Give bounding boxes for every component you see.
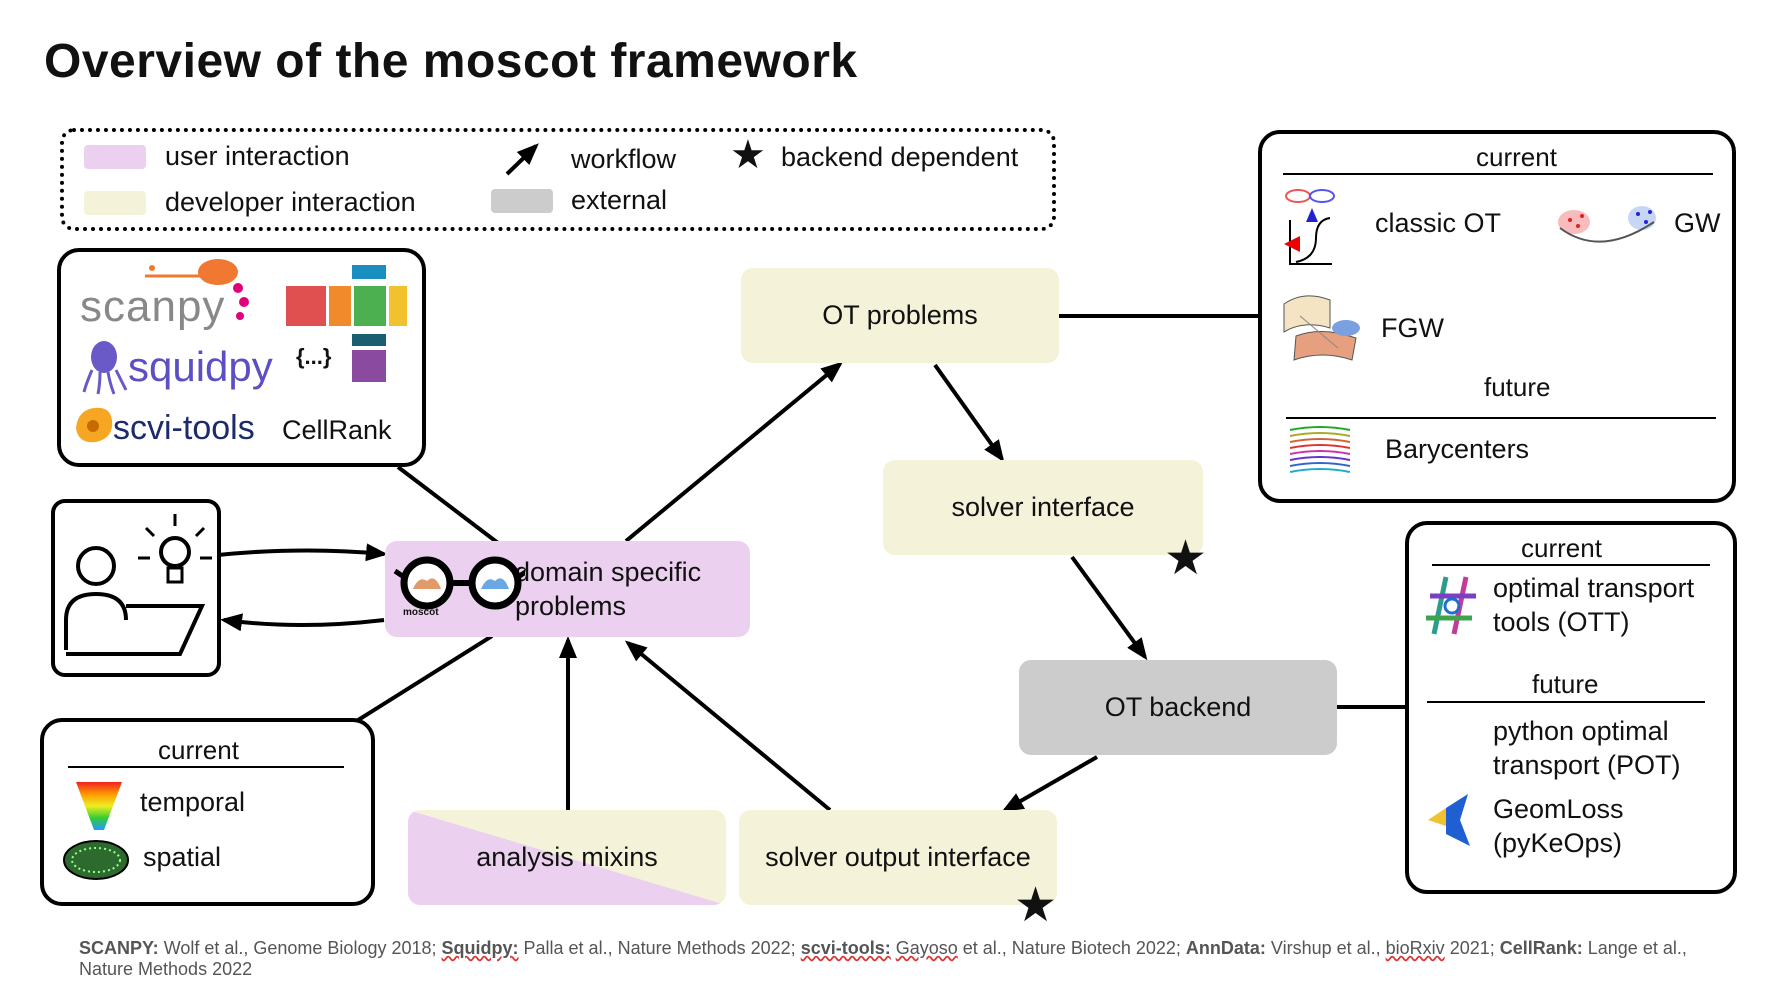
analysis-mixins-node[interactable]: analysis mixins [408,810,726,905]
cellrank-braces: {...} [296,344,332,369]
scvi-tools-logo: scvi-tools [113,409,255,447]
legend-star-icon: ★ [730,133,766,177]
user-to-domain-arrow [206,543,388,562]
ref-anndata-year: 2021; [1444,938,1500,958]
ref-scanpy-name: SCANPY: [79,938,159,958]
ref-cellrank: Lange et al., Nature Methods 2022 [79,938,1687,979]
domain-specific-problems-node[interactable]: moscot domain specific problems [385,541,750,637]
ref-scvi: et al., Nature Biotech 2022; [957,938,1186,958]
ref-squidpy-name: Squidpy: [441,938,519,958]
legend-external-label: external [571,185,668,215]
legend-backend-dependent-label: backend dependent [781,142,1019,172]
ot-problems-node[interactable]: OT problems [741,268,1059,363]
solver-output-interface-label: solver output interface [765,842,1031,872]
solver-interface-label: solver interface [951,492,1135,522]
references-footer: SCANPY: Wolf et al., Genome Biology 2018… [79,938,1719,980]
temporal-label: temporal [140,787,246,817]
legend-external-swatch [491,189,553,213]
backend-current-label: current [1521,533,1602,563]
ot-problems-label: OT problems [822,300,978,330]
domain-panel-connector [353,634,494,724]
ot-backend-node[interactable]: OT backend [1019,660,1337,755]
solver-interface-star-icon: ★ [1164,532,1208,585]
user-box [51,499,221,677]
backend-future-label: future [1532,669,1599,699]
moscot-logo-text: moscot [403,607,439,618]
page-title: Overview of the moscot framework [44,35,858,88]
ot-problems-to-solver-arrow [933,363,1005,463]
problems-current-label: current [1476,142,1557,172]
backend-future-divider [1427,701,1705,703]
problems-current-divider [1283,173,1713,175]
domain-current-label: current [158,735,239,765]
solver-to-backend-arrow [1070,555,1148,661]
legend-developer-label: developer interaction [165,187,416,217]
problems-future-label: future [1484,372,1551,402]
fgw-label: FGW [1381,313,1444,343]
ref-scvi-author: Gayoso [895,938,958,958]
ecosystem-connector [396,465,500,545]
gw-label: GW [1674,208,1721,238]
legend-user-label: user interaction [165,141,350,171]
ref-cellrank-name: CellRank: [1499,938,1583,958]
problems-future-divider [1286,417,1716,419]
geomloss-label: GeomLoss (pyKeOps) [1493,794,1624,858]
spatial-label: spatial [143,842,222,872]
ot-backend-label: OT backend [1104,692,1252,722]
domain-to-user-arrow [220,613,385,632]
ref-anndata: Virshup et al., [1265,938,1386,958]
solver-output-star-icon: ★ [1014,879,1058,932]
solver-interface-node[interactable]: solver interface [883,460,1203,555]
ref-anndata-name: AnnData: [1185,938,1266,958]
ott-label: optimal transport tools (OTT) [1493,573,1695,637]
solver-output-interface-node[interactable]: solver output interface [739,810,1057,905]
squidpy-logo: squidpy [128,343,273,390]
legend-developer-swatch [84,191,146,215]
analysis-mixins-label: analysis mixins [476,842,658,872]
ref-squidpy: Palla et al., Nature Methods 2022; [518,938,801,958]
pot-label: python optimal transport (POT) [1493,716,1681,780]
legend-user-swatch [84,145,146,169]
ref-scanpy: Wolf et al., Genome Biology 2018; [158,938,442,958]
ref-biorxiv: bioRxiv [1385,938,1445,958]
barycenters-label: Barycenters [1385,434,1530,464]
classic-ot-label: classic OT [1375,208,1502,238]
cellrank-label: CellRank [282,415,392,445]
domain-to-ot-problems-arrow [624,361,844,543]
moscot-glasses-icon [393,556,525,610]
backend-current-divider [1432,564,1710,566]
legend [60,128,1056,231]
domain-specific-problems-label: domain specific problems [515,557,702,621]
legend-workflow-label: workflow [571,144,677,174]
backend-to-output-arrow [1001,755,1098,812]
scanpy-logo: scanpy [80,282,226,331]
domain-divider [68,766,344,768]
ref-scvi-name: scvi-tools: [800,938,891,958]
output-to-domain-arrow [624,640,832,812]
